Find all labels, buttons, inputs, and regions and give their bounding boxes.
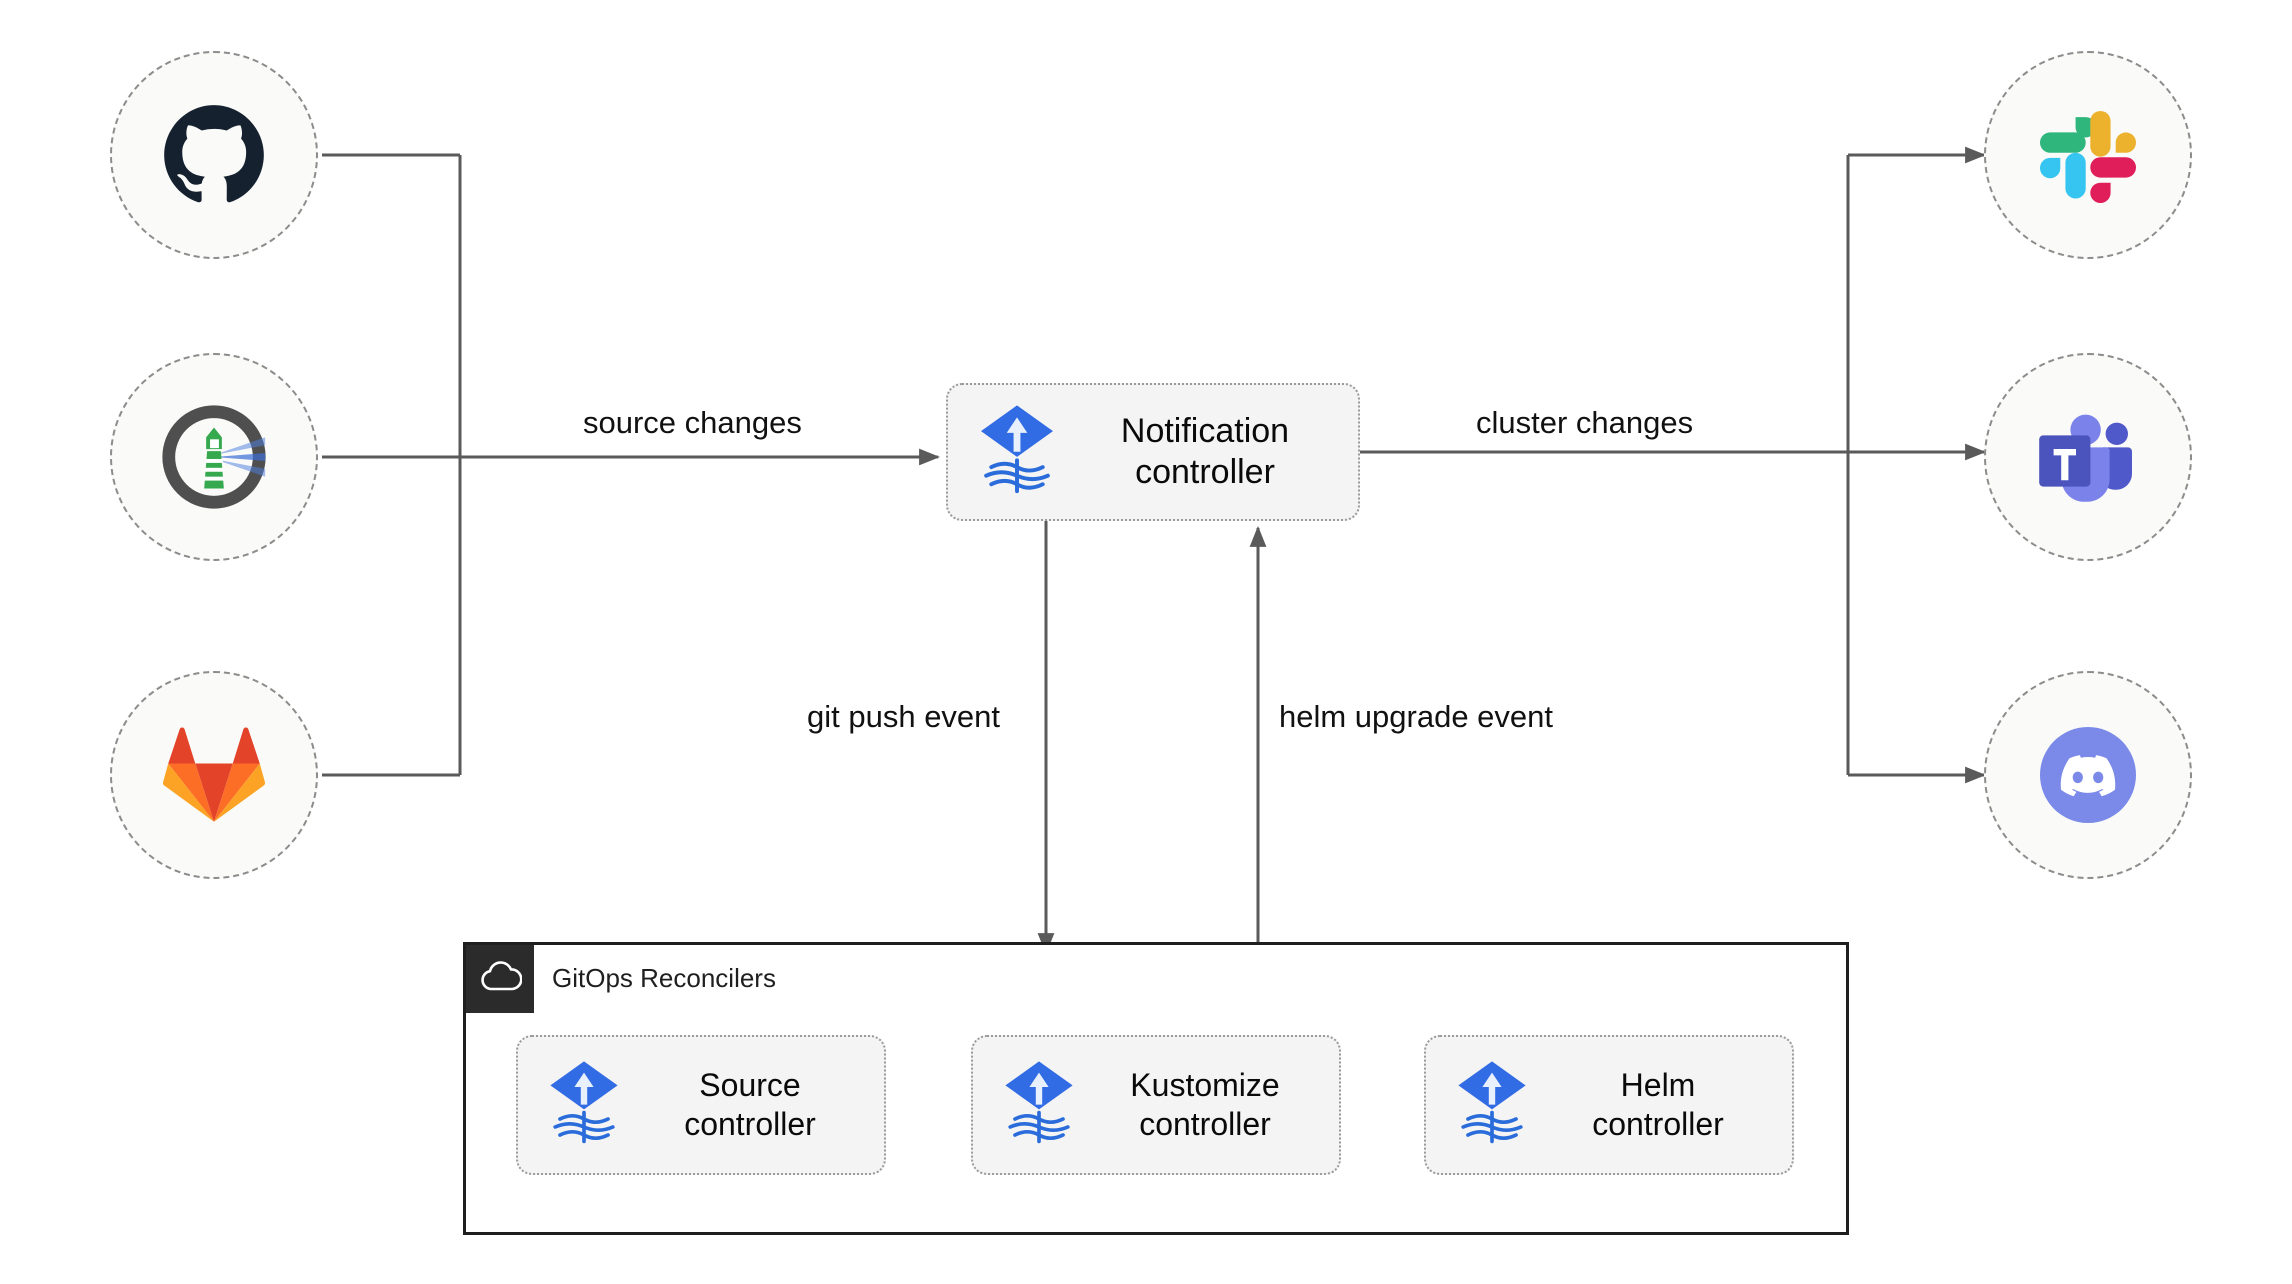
source-controller-node[interactable]: Source controller bbox=[516, 1035, 886, 1175]
cloud-icon bbox=[478, 960, 523, 998]
edge-label-helm-upgrade-event: helm upgrade event bbox=[1279, 699, 1554, 734]
wire-sources-bus bbox=[322, 153, 462, 777]
helm-controller-node[interactable]: Helm controller bbox=[1424, 1035, 1794, 1175]
flux-icon bbox=[974, 402, 1060, 503]
gitlab-icon bbox=[162, 723, 266, 827]
flux-icon bbox=[999, 1058, 1079, 1153]
gitops-group-title: GitOps Reconcilers bbox=[552, 963, 776, 993]
slack-icon bbox=[2040, 107, 2136, 203]
helm-icon bbox=[155, 398, 273, 516]
source-controller-label: Source controller bbox=[684, 1066, 816, 1142]
edge-label-git-push-event: git push event bbox=[807, 699, 1001, 734]
edge-label-source-changes: source changes bbox=[583, 405, 802, 440]
github-icon bbox=[162, 103, 266, 207]
helm-controller-label: Helm controller bbox=[1592, 1066, 1724, 1142]
microsoft-teams-icon bbox=[2036, 409, 2140, 505]
flux-icon bbox=[544, 1058, 624, 1153]
notification-controller-node[interactable]: Notification controller bbox=[946, 383, 1360, 521]
flux-icon bbox=[1452, 1058, 1532, 1153]
kustomize-controller-node[interactable]: Kustomize controller bbox=[971, 1035, 1341, 1175]
kustomize-controller-label: Kustomize controller bbox=[1130, 1066, 1280, 1142]
target-node-discord[interactable] bbox=[1984, 671, 2192, 879]
notification-controller-label: Notification controller bbox=[1120, 411, 1290, 491]
source-node-helm[interactable] bbox=[110, 353, 318, 561]
target-node-slack[interactable] bbox=[1984, 51, 2192, 259]
edge-label-cluster-changes: cluster changes bbox=[1476, 405, 1694, 440]
source-node-gitlab[interactable] bbox=[110, 671, 318, 879]
cloud-badge bbox=[466, 945, 534, 1013]
target-node-teams[interactable] bbox=[1984, 353, 2192, 561]
discord-icon bbox=[2038, 725, 2138, 825]
source-node-github[interactable] bbox=[110, 51, 318, 259]
